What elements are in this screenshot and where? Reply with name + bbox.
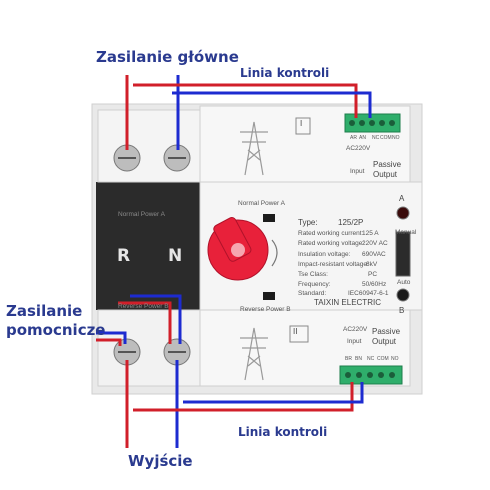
spec-row-k: Rated working current: (298, 230, 364, 237)
spec-row-v: 220V AC (362, 240, 388, 247)
module-bottom-pin-1: BR (345, 356, 352, 362)
module-top-pin-3: NC (372, 135, 380, 141)
spec-row-k: Tse Class: (298, 271, 328, 278)
indicator-b-label: B (399, 306, 405, 315)
wire-ctrl-bottom-red (133, 382, 354, 412)
window-b (263, 292, 275, 300)
knob-label-b: Reverse Power B (240, 306, 291, 313)
wire-backup-r2 (118, 301, 172, 344)
wire-ctrl-top-red (133, 83, 358, 118)
panel-normal-power-a: Normal Power A (118, 211, 165, 218)
spec-brand: TAIXIN ELECTRIC (314, 298, 381, 307)
module-top-passive: Passive (373, 160, 402, 169)
spec-row-k: Impact-resistant voltage: (298, 261, 369, 268)
module-top-input: Input (350, 168, 365, 175)
module-bottom-pin-5: NO (391, 356, 399, 362)
spec-row-v: PC (368, 271, 378, 278)
label-control-line-top: Linia kontroli (240, 66, 330, 80)
spec-row-v: 8kV (366, 261, 378, 268)
module-top-pin-4: COM (380, 135, 392, 141)
spec-row-v: 50/60Hz (362, 281, 387, 288)
module-bottom-passive: Passive (372, 327, 401, 336)
wire-backup-n2 (130, 294, 182, 344)
selector-knob (207, 217, 269, 281)
spec-row-v: 125 A (362, 230, 379, 237)
wire-ctrl-bottom-blue (183, 382, 364, 404)
module-top-pin-5: NO (392, 135, 400, 141)
module-bottom-pin-3: NC (367, 356, 375, 362)
terminal-label-n: N (168, 246, 183, 266)
label-control-line-bottom: Linia kontroli (238, 425, 328, 439)
module-bottom-pin-4: COM (377, 356, 389, 362)
label-output: Wyjście (128, 452, 193, 470)
terminal-label-r: R (117, 246, 131, 266)
module-top-pin-2: AN (359, 135, 366, 141)
label-main-supply: Zasilanie główne (96, 48, 239, 66)
panel-reverse-power-b: Reverse Power B (118, 303, 169, 310)
top-terminal-block (97, 109, 203, 183)
spec-row-k: Insulation voltage: (298, 251, 351, 258)
module-top-output: Output (373, 170, 398, 179)
roman-i-box (295, 117, 311, 135)
module-top-voltage: AC220V (346, 145, 371, 152)
wire-ctrl-top-blue (172, 91, 372, 118)
indicator-a-label: A (399, 194, 405, 203)
manual-auto-switch (395, 231, 411, 277)
pylon-icon-top (240, 121, 268, 176)
spec-type-label: Type: (298, 218, 318, 227)
knob-label-a: Normal Power A (238, 200, 285, 207)
manual-label: Manual (395, 229, 417, 236)
module-bottom-roman: II (293, 327, 298, 336)
wire-backup-r (96, 338, 122, 346)
black-cover (96, 182, 200, 310)
module-bottom-input: Input (347, 338, 362, 345)
spec-row-v: 690VAC (362, 251, 386, 258)
window-a (263, 214, 275, 222)
wire-backup-n (96, 331, 127, 344)
module-bottom-pin-2: BN (355, 356, 362, 362)
roman-ii-box (289, 325, 309, 343)
indicator-light-a (396, 206, 410, 220)
spec-row-k: Rated working voltage: (298, 240, 365, 247)
spec-row-v: IEC60947-6-1 (348, 290, 389, 297)
spec-row-k: Frequency: (298, 281, 331, 288)
module-top-roman: I (300, 119, 303, 128)
pylon-icon-bottom (240, 327, 268, 381)
indicator-light-b (396, 288, 410, 302)
wiring (96, 75, 372, 448)
label-backup-supply: Zasilanie pomocnicze (6, 302, 106, 339)
module-top-pin-1: AR (350, 135, 357, 141)
spec-type-value: 125/2P (338, 218, 364, 227)
module-bottom-voltage: AC220V (343, 326, 368, 333)
module-bottom-output: Output (372, 337, 397, 346)
auto-label: Auto (397, 279, 411, 286)
spec-row-k: Standard: (298, 290, 327, 297)
